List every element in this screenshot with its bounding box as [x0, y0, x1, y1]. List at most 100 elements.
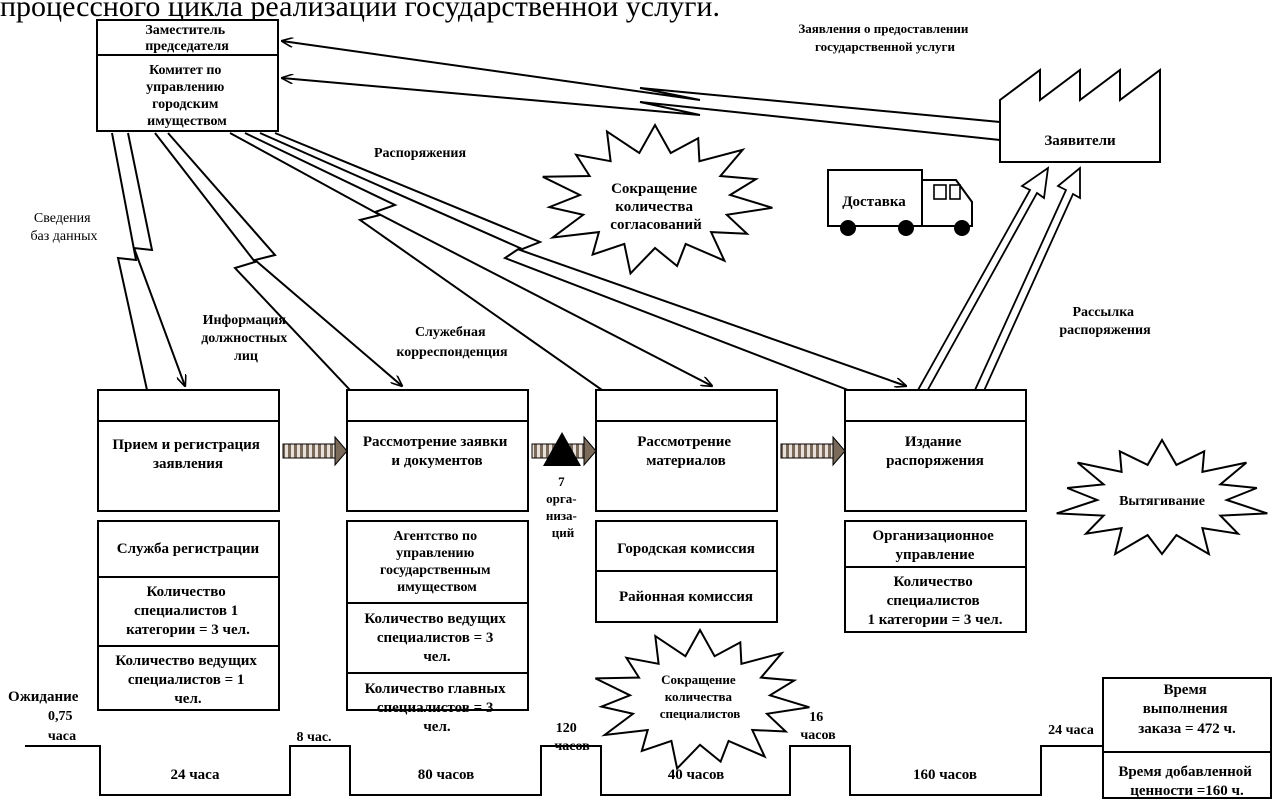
svg-text:Сокращение количества: Сокращение количества согласований	[610, 181, 702, 233]
applications-label: государственной услуги	[815, 39, 955, 54]
data-box-reception: Служба регистрации Количество специалист…	[97, 520, 280, 711]
inventory-label: 7	[558, 474, 565, 489]
orders-label: Распоряжения	[374, 146, 467, 161]
svg-text:Рассмотрение заявки и до: Рассмотрение заявки и документов	[363, 434, 511, 469]
svg-text:Количество главных специ: Количество главных специалистов = 3 чел.	[365, 681, 510, 735]
data-box-line: специалистов = 1	[128, 672, 245, 688]
svg-text:Информация должностных: Информация должностных лиц	[201, 313, 291, 364]
value-added-label: ценности =160 ч.	[1130, 783, 1244, 799]
timeline-wait: часов	[554, 739, 590, 754]
committee-deputy-line: Заместитель	[145, 23, 225, 38]
kaizen-pull-label: Вытягивание	[1119, 494, 1205, 509]
svg-text:Прием и регистрация заяв: Прием и регистрация заявления	[112, 437, 263, 472]
timeline-process-time: 40 часов	[668, 767, 725, 783]
process-title: Рассмотрение заявки	[363, 434, 508, 450]
process-title: распоряжения	[886, 453, 984, 469]
committee-name-line: городским	[152, 97, 219, 112]
process-box-review-materials: Рассмотрение материалов	[595, 389, 778, 512]
data-box-line: чел.	[423, 719, 451, 735]
data-box-line: категории = 3 чел.	[126, 622, 250, 638]
data-box-line: Организационное	[872, 528, 994, 544]
process-title: и документов	[391, 453, 482, 469]
svg-text:Количество специалистов: Количество специалистов 1 категории = 3 …	[126, 584, 250, 638]
timeline-ladder	[25, 745, 1103, 796]
officials-info-label: лиц	[234, 349, 258, 364]
process-box-reception: Прием и регистрация заявления	[97, 389, 280, 512]
data-box-issue-order: Организационное управление Количество сп…	[844, 520, 1027, 633]
kaizen-approvals-label: согласований	[610, 217, 702, 233]
timeline-summary-box: Время выполнения заказа = 472 ч. Время д…	[1102, 677, 1272, 799]
kaizen-specialists-label: специалистов	[660, 706, 741, 721]
svg-text:Количество ведущих специ: Количество ведущих специалистов = 1 чел.	[115, 653, 260, 707]
data-box-line: государственным	[380, 563, 491, 578]
svg-text:120 часов: 120 часов	[554, 721, 590, 754]
applicants-label: Заявители	[1044, 133, 1116, 149]
svg-text:0,75 часа: 0,75 часа	[48, 709, 76, 744]
svg-text:Комитет по управлению: Комитет по управлению городским имуществ…	[146, 63, 228, 129]
process-title: Прием и регистрация	[112, 437, 260, 453]
data-box-line: имуществом	[397, 580, 477, 595]
data-box-line: специалистов 1	[134, 603, 238, 619]
data-box-line: Районная комиссия	[619, 589, 753, 605]
timeline-wait: 0,75	[48, 709, 73, 724]
svg-text:7 орга- низа- ций: 7 орга- низа- ций	[546, 474, 580, 540]
kaizen-burst-shape	[594, 627, 810, 771]
timeline-process-time: 24 часа	[170, 767, 220, 783]
data-box-line: Агентство по	[393, 529, 477, 544]
data-box-review-materials: Городская комиссия Районная комиссия	[595, 520, 778, 623]
timeline-wait: часа	[48, 729, 76, 744]
kaizen-burst-shape	[1056, 438, 1268, 557]
timeline-wait: 120	[556, 721, 577, 736]
svg-text:Сведения баз данных: Сведения баз данных	[30, 211, 97, 244]
delivery-label: Доставка	[842, 194, 906, 210]
svg-text:Заместитель председателя: Заместитель председателя	[145, 23, 229, 54]
data-box-line: 1 категории = 3 чел.	[868, 612, 1003, 628]
kaizen-burst-pull	[1056, 438, 1268, 557]
data-box-line: управлению	[396, 546, 474, 561]
process-box-review-application: Рассмотрение заявки и документов	[346, 389, 529, 512]
data-box-line: специалистов	[887, 593, 980, 609]
officials-info-label: Информация	[203, 313, 287, 328]
data-box-line: чел.	[174, 691, 202, 707]
db-info-label: баз данных	[30, 229, 97, 244]
data-box-line: Служба регистрации	[117, 541, 260, 557]
data-box-line: специалистов = 3	[377, 700, 494, 716]
mailing-label: распоряжения	[1059, 323, 1151, 338]
data-box-line: Количество ведущих	[364, 611, 506, 627]
kaizen-specialists-label: количества	[665, 689, 733, 704]
kaizen-burst-shape	[542, 122, 773, 276]
committee-box: Заместитель председателя Комитет по упра…	[96, 19, 279, 132]
process-title: Издание	[905, 434, 962, 450]
correspondence-label: Служебная	[415, 325, 486, 340]
data-box-line: управление	[896, 547, 975, 563]
timeline-wait: 16	[809, 710, 823, 725]
delivery-truck: Доставка	[827, 169, 973, 236]
data-box-line: специалистов = 3	[377, 630, 494, 646]
applications-label: Заявления о предоставлении	[798, 21, 968, 36]
officials-info-label: должностных	[201, 331, 287, 346]
info-flow-arrows	[111, 132, 906, 391]
svg-text:Количество ведущих специ: Количество ведущих специалистов = 3 чел.	[364, 611, 509, 665]
data-box-line: Количество ведущих	[115, 653, 257, 669]
data-box-review-application: Агентство по управлению государственным …	[346, 520, 529, 735]
applicants-factory: Заявители	[999, 68, 1161, 163]
timeline-waiting-label: Ожидание	[8, 689, 79, 705]
correspondence-label: корреспонденция	[396, 345, 508, 360]
header-text: процессного цикла реализации государстве…	[0, 0, 720, 23]
svg-text:Время добавленной ценнос: Время добавленной ценности =160 ч.	[1118, 764, 1255, 799]
inventory-label: орга-	[546, 491, 576, 506]
process-title: Рассмотрение	[637, 434, 731, 450]
mailing-arrows	[916, 166, 1081, 395]
svg-text:Время выполнения з: Время выполнения заказа = 472 ч.	[1138, 682, 1236, 737]
committee-deputy-line: председателя	[145, 39, 229, 54]
svg-text:Издание распоряжения: Издание распоряжения	[886, 434, 984, 469]
svg-text:Количество специалистов: Количество специалистов 1 категории = 3 …	[868, 574, 1003, 628]
value-added-label: Время добавленной	[1118, 764, 1252, 780]
kaizen-specialists-label: Сокращение	[661, 672, 736, 687]
mailing-label: Рассылка	[1072, 305, 1134, 320]
timeline-wait: 8 час.	[296, 730, 331, 745]
lead-time-label: Время	[1163, 682, 1206, 698]
inventory-label: ций	[552, 525, 575, 540]
